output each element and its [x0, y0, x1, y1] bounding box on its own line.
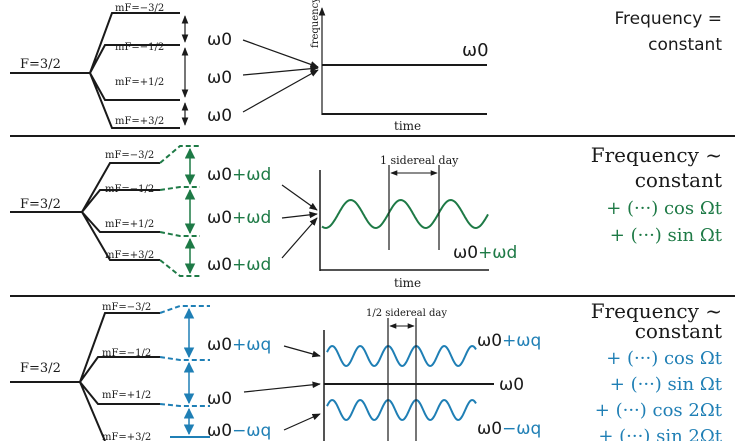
formula-line-2: constant — [635, 168, 722, 192]
formula-line-3: + (···) cos Ωt — [606, 198, 723, 219]
level-label-3: mF=+1/2 — [102, 390, 151, 401]
x-axis-label: time — [394, 119, 421, 133]
period-label: 1/2 sidereal day — [366, 308, 447, 319]
panel-1: F=3/2 mF=−3/2 mF=−1/2 mF=+1/2 mF=+3/2 ω0… — [10, 0, 722, 133]
f-label: F=3/2 — [20, 361, 61, 376]
panel-3: F=3/2 mF=−3/2 mF=−1/2 mF=+1/2 mF=+3/2 ω0… — [10, 299, 723, 441]
level-label-4: mF=+3/2 — [102, 432, 151, 441]
omega-label-2: ω0 — [207, 68, 232, 88]
level-label-1: mF=−3/2 — [105, 150, 154, 161]
formula-line-2: constant — [648, 35, 722, 55]
pointer-arrow-2 — [281, 211, 318, 219]
omega-label-3: ω0−ωq — [207, 421, 271, 441]
x-axis-label: time — [394, 276, 421, 290]
formula-line-1: Frequency = — [615, 9, 722, 29]
pointer-arrow-2 — [243, 381, 321, 393]
formula-line-3: + (···) cos Ωt — [606, 348, 723, 369]
pointer-arrow-3 — [283, 413, 321, 431]
curve-label-1: ω0+ωq — [477, 331, 541, 351]
level-fan — [10, 12, 180, 129]
formula-line-5: + (···) cos 2Ωt — [595, 400, 723, 421]
shifted-level-3 — [159, 403, 210, 407]
pointer-arrow-1 — [281, 184, 318, 211]
omega-label-3: ω0+ωd — [207, 255, 271, 275]
level-label-4: mF=+3/2 — [115, 116, 164, 127]
formula-line-4: + (···) sin Ωt — [610, 225, 723, 246]
f-label: F=3/2 — [20, 197, 61, 212]
level-label-2: mF=−1/2 — [102, 348, 151, 359]
shifted-level-3 — [159, 231, 200, 237]
shifted-level-4 — [159, 259, 200, 277]
pointer-arrow-1 — [242, 39, 319, 68]
lower-sine-curve — [326, 398, 477, 422]
omega-label-1: ω0 — [207, 30, 232, 50]
shifted-level-2 — [159, 186, 200, 191]
formula-line-1: Frequency ~ — [591, 299, 722, 323]
curve-label-3: ω0−ωq — [477, 419, 541, 439]
level-label-4: mF=+3/2 — [105, 250, 154, 261]
level-label-3: mF=+1/2 — [115, 77, 164, 88]
formula-line-4: + (···) sin Ωt — [610, 374, 723, 395]
shifted-level-1 — [159, 305, 210, 314]
level-label-2: mF=−1/2 — [115, 42, 164, 53]
sine-curve — [321, 198, 489, 230]
omega-label-2: ω0+ωd — [207, 208, 271, 228]
pointer-arrow-1 — [283, 345, 321, 358]
level-label-2: mF=−1/2 — [105, 184, 154, 195]
omega-label-3: ω0 — [207, 106, 232, 126]
pointer-arrow-3 — [242, 69, 319, 113]
level-fan — [10, 312, 160, 441]
formula-line-1: Frequency ~ — [591, 143, 722, 167]
line-label: ω0 — [462, 40, 489, 61]
level-label-1: mF=−3/2 — [102, 302, 151, 313]
formula-line-6: + (···) sin 2Ωt — [598, 426, 722, 441]
shifted-level-2 — [159, 356, 210, 361]
upper-sine-curve — [326, 344, 477, 368]
f-label: F=3/2 — [20, 57, 61, 72]
pointer-arrow-3 — [281, 217, 318, 259]
curve-label-2: ω0 — [499, 375, 524, 395]
omega-label-2: ω0 — [207, 389, 232, 409]
pointer-arrow-2 — [242, 65, 319, 76]
curve-label: ω0+ωd — [453, 243, 517, 263]
omega-label-1: ω0+ωq — [207, 335, 271, 355]
level-label-1: mF=−3/2 — [115, 3, 164, 14]
level-label-3: mF=+1/2 — [105, 219, 154, 230]
level-fan — [10, 162, 160, 261]
formula-line-2: constant — [635, 319, 722, 343]
shifted-level-1 — [159, 145, 200, 164]
period-label: 1 sidereal day — [380, 154, 459, 167]
panel-2: F=3/2 mF=−3/2 mF=−1/2 mF=+1/2 mF=+3/2 ω0… — [10, 143, 723, 290]
y-axis-label: frequency — [310, 0, 321, 48]
omega-label-1: ω0+ωd — [207, 165, 271, 185]
